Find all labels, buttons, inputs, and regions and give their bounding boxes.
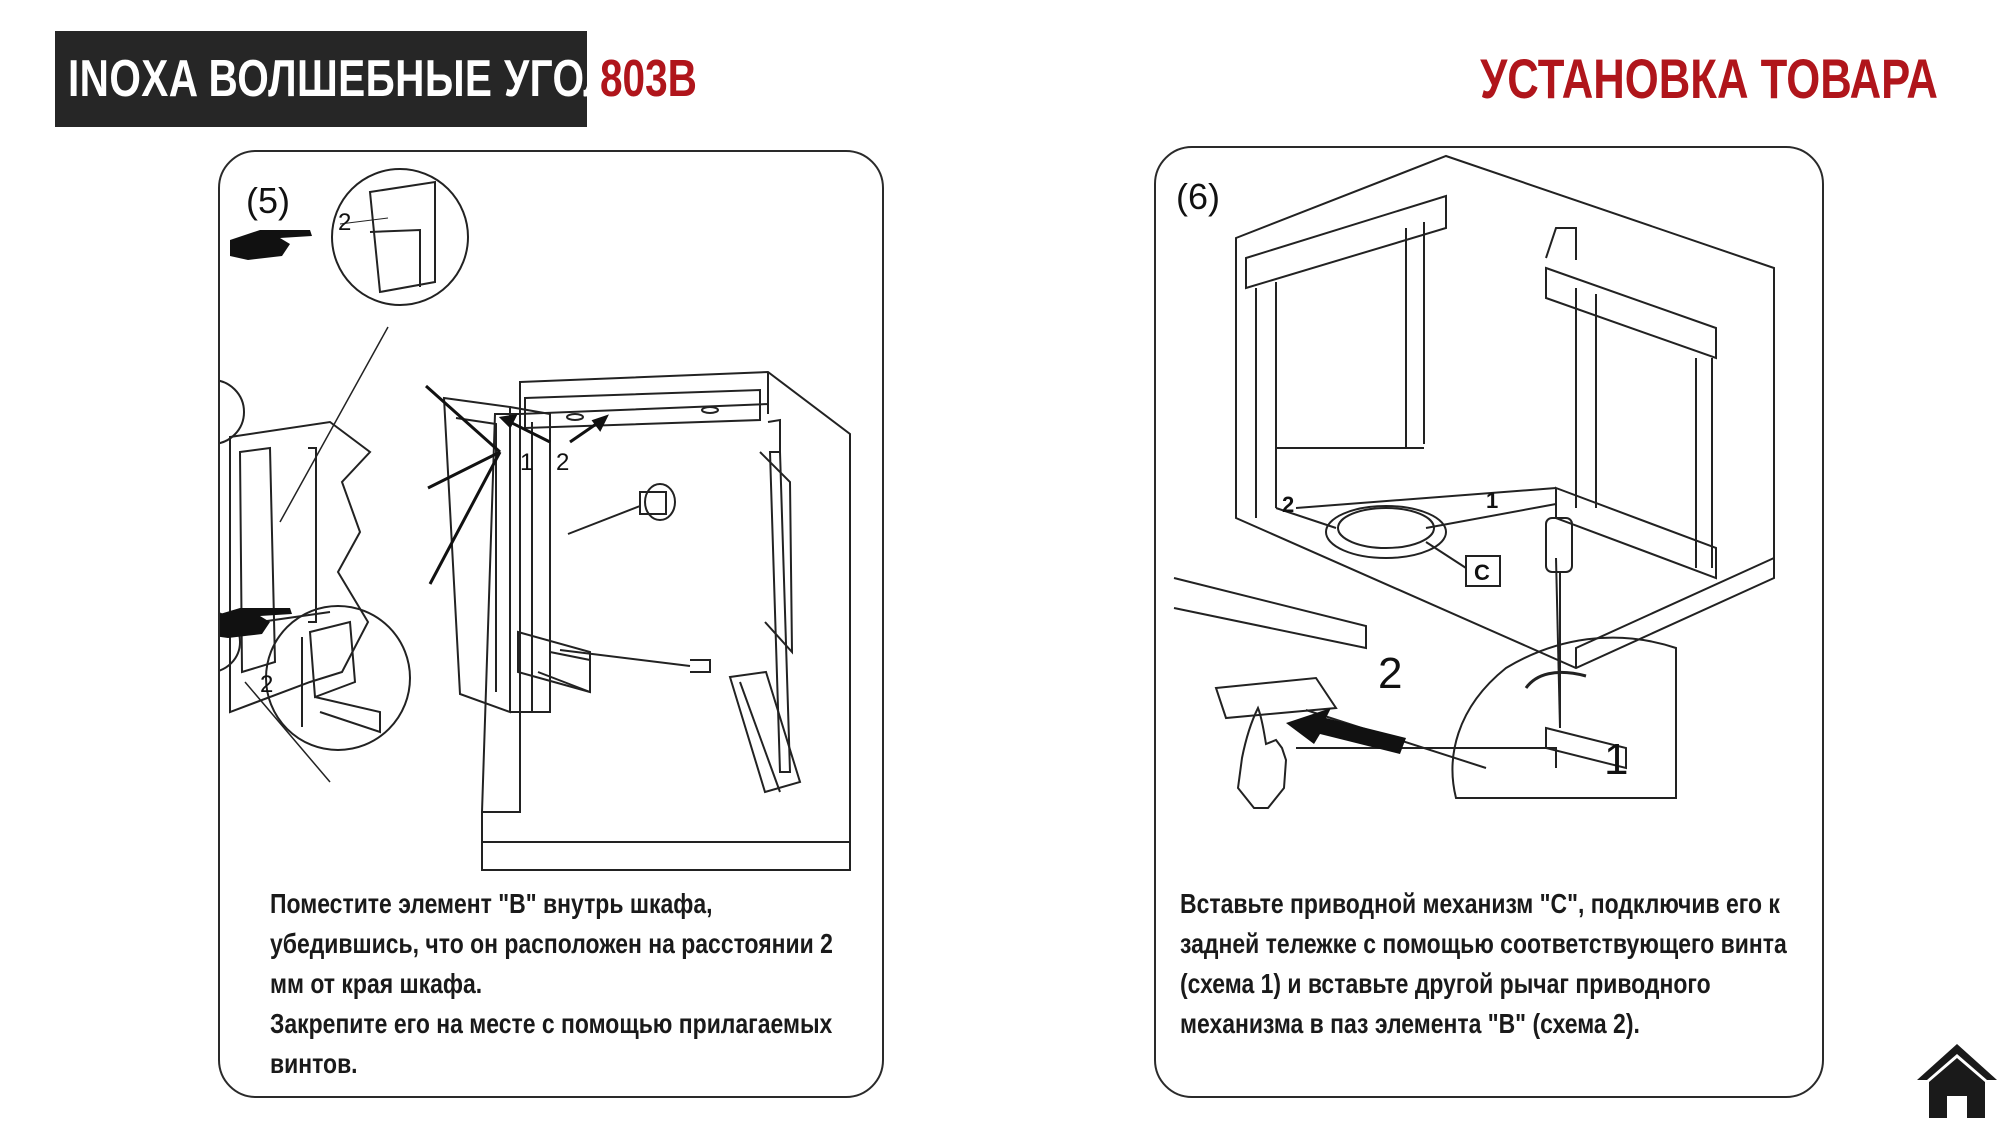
step-5-caption: Поместите элемент "B" внутрь шкафа, убед…: [270, 884, 833, 1084]
brand-title: INOXA ВОЛШЕБНЫЕ УГОЛКИ: [68, 50, 667, 108]
section-title: УСТАНОВКА ТОВАРА: [1480, 47, 1938, 110]
step-number: (6): [1176, 176, 1220, 217]
detail-label-2: 2: [1378, 649, 1402, 698]
caption-line: мм от края шкафа.: [270, 968, 483, 999]
caption-line: механизма в паз элемента "B" (схема 2).: [1180, 1008, 1640, 1039]
step-5-illustration: 2 2 1 2: [220, 168, 851, 871]
caption-line: винтов.: [270, 1048, 358, 1079]
caption-line: (схема 1) и вставьте другой рычаг привод…: [1180, 968, 1711, 999]
link-label-1: 1: [1486, 488, 1498, 513]
brand-banner: [55, 31, 587, 127]
home-icon[interactable]: [1915, 1040, 1999, 1120]
gap-label-top: 2: [338, 209, 351, 236]
mechanism-label: C: [1474, 560, 1490, 585]
caption-line: Закрепите его на месте с помощью прилага…: [270, 1008, 833, 1039]
arrow-label-1: 1: [520, 449, 533, 476]
step-6-illustration: 2 1 C 2 1: [1173, 154, 1775, 809]
gap-label-bottom: 2: [260, 671, 273, 698]
step-5-panel: (5): [218, 150, 884, 1098]
caption-line: Поместите элемент "B" внутрь шкафа,: [270, 888, 713, 919]
detail-label-1: 1: [1604, 735, 1628, 784]
arrow-label-2: 2: [556, 449, 569, 476]
model-number: 803B: [600, 50, 697, 108]
step-6-panel: (6): [1154, 146, 1824, 1098]
step-number: (5): [246, 180, 290, 221]
caption-line: Вставьте приводной механизм "C", подключ…: [1180, 888, 1780, 919]
link-label-2: 2: [1282, 492, 1294, 517]
step-6-caption: Вставьте приводной механизм "C", подключ…: [1180, 884, 1787, 1044]
caption-line: задней тележке с помощью соответствующег…: [1180, 928, 1787, 959]
caption-line: убедившись, что он расположен на расстоя…: [270, 928, 833, 959]
